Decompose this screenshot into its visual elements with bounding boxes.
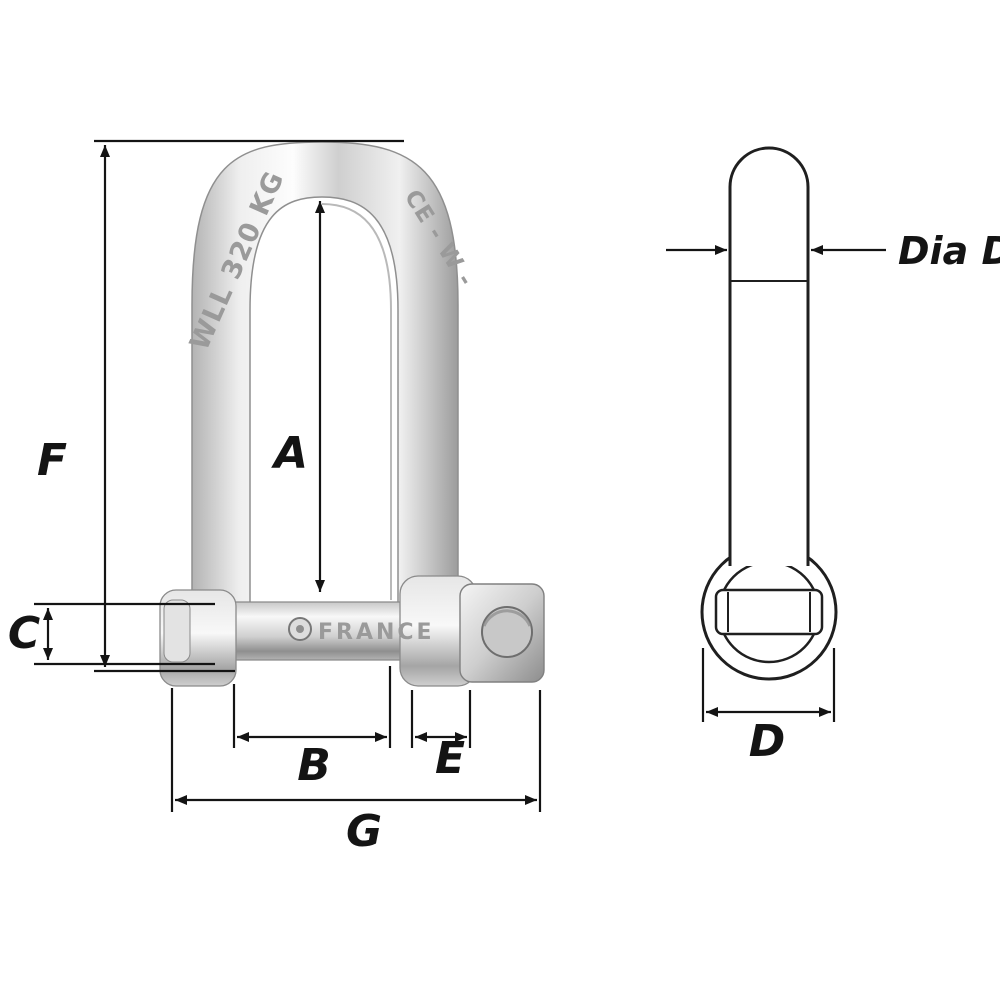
dimensions-front-view [34, 139, 542, 812]
brand-logo-icon [288, 617, 312, 641]
pin-head-hole [481, 606, 533, 658]
dim-label-G: G [346, 806, 382, 857]
dimensions-side-view [666, 245, 886, 722]
bow-inner-shadow [321, 203, 392, 600]
dim-label-F: F [37, 435, 67, 486]
bow-highlight [255, 202, 323, 600]
brand-marking: FRANCE [318, 620, 435, 645]
dim-label-C: C [8, 608, 40, 659]
dim-label-E: E [435, 733, 465, 784]
pin-side-view [700, 146, 838, 681]
pin-end-cap [163, 599, 191, 663]
shackle-front-view: WLL 320 KG CE - W - FRANCE [159, 141, 545, 687]
dim-label-A: A [271, 428, 308, 479]
dim-label-B: B [297, 740, 331, 791]
pin-shaft [728, 146, 810, 566]
dim-label-diaD: Dia D [898, 229, 1000, 273]
pin-head-hole-shadow [482, 609, 532, 627]
dim-label-D: D [749, 716, 786, 767]
pin-eye-bar [714, 588, 824, 636]
